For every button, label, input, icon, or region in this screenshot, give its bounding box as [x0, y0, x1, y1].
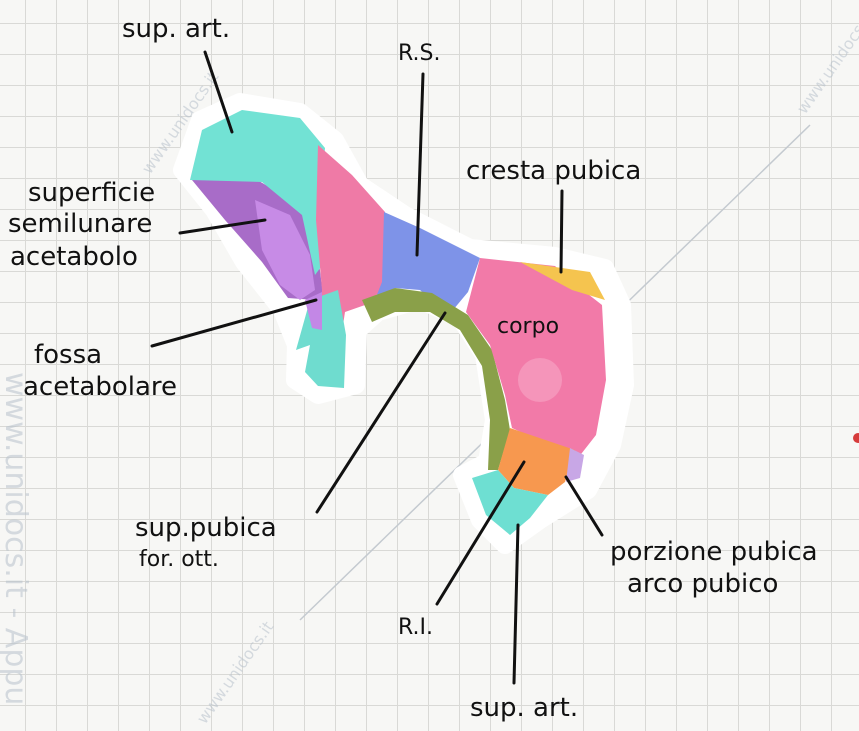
label-superficie-3: acetabolo: [10, 242, 138, 272]
watermark-2: www.unidocs.it: [793, 8, 859, 118]
label-fossa-2: acetabolare: [23, 372, 177, 402]
leader-cresta: [561, 191, 562, 272]
label-sup-art-top: sup. art.: [122, 14, 230, 44]
label-superficie-1: superficie: [28, 178, 155, 208]
label-sup-art-bottom: sup. art.: [470, 693, 578, 723]
label-corpo: corpo: [497, 314, 559, 339]
label-rs: R.S.: [398, 41, 440, 66]
label-ri: R.I.: [398, 615, 433, 640]
label-sup-pubica-1: sup.pubica: [135, 513, 277, 543]
label-cresta-pubica: cresta pubica: [466, 156, 641, 186]
label-sup-pubica-2: for. ott.: [139, 547, 219, 572]
edge-dot: [853, 433, 859, 443]
side-watermark: www.unidocs.it - Appu: [0, 372, 33, 705]
label-porzione-2: arco pubico: [627, 569, 778, 599]
label-porzione-1: porzione pubica: [610, 537, 818, 567]
label-superficie-2: semilunare: [8, 209, 152, 239]
watermark-3: www.unidocs.it: [193, 618, 278, 728]
body-logo: [518, 358, 562, 402]
label-fossa-1: fossa: [34, 340, 102, 370]
